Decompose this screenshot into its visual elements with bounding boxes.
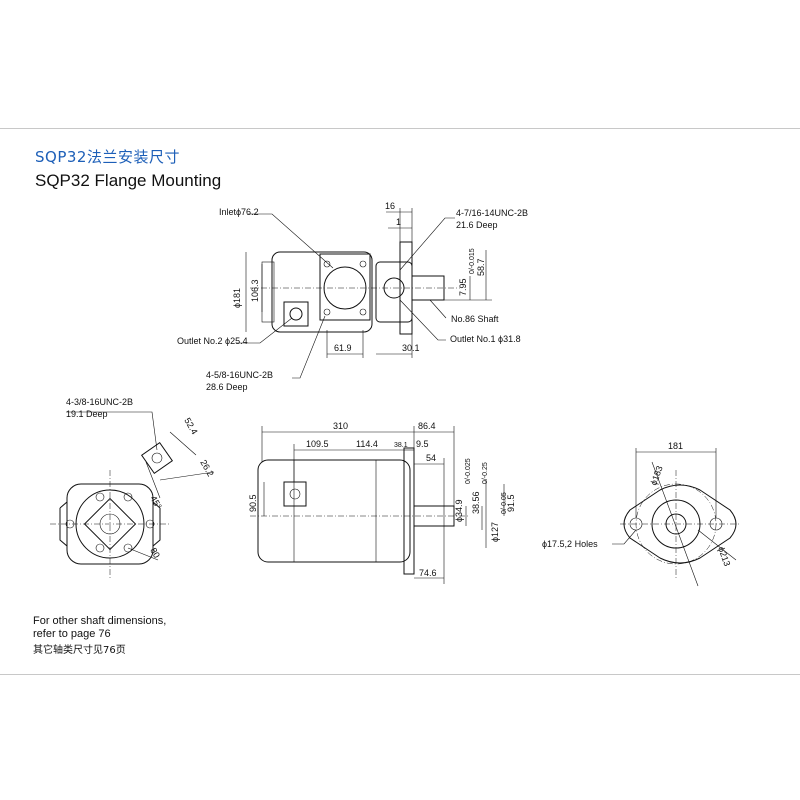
left-bolt-1 <box>95 492 105 502</box>
dim-38-1: 38.1 <box>394 442 408 449</box>
left-end-view <box>50 411 215 578</box>
inlet-flange <box>319 253 371 321</box>
side-body-outline <box>257 459 411 563</box>
left-bolt-2 <box>95 543 105 553</box>
dim-phi127: ϕ127 <box>490 522 500 542</box>
dim-phi127-tol: 0/-0.05 <box>501 492 508 514</box>
inlet-bolt-hole-1 <box>323 260 331 268</box>
holes-leader <box>612 529 637 545</box>
left-port-hole <box>151 452 163 464</box>
inlet-leader <box>248 213 334 269</box>
inlet-label: Inletϕ76.2 <box>219 207 259 217</box>
drawing-sheet <box>0 128 800 675</box>
outlet2-port <box>289 307 303 321</box>
dim-109-5: 109.5 <box>306 439 329 449</box>
top-body-outline <box>271 251 373 333</box>
thread-left-depth: 19.1 Deep <box>66 409 108 419</box>
dim-38-56-tol: 0/-0.25 <box>482 462 489 484</box>
thread-shaft-depth: 21.6 Deep <box>456 220 498 230</box>
dim-106-3: 106.3 <box>250 279 260 302</box>
top-view <box>236 208 492 379</box>
shaft-label: No.86 Shaft <box>451 314 499 324</box>
dim-45-deg: 45° <box>148 494 164 511</box>
dim-114-4: 114.4 <box>356 439 378 449</box>
dim-80: 80 <box>148 546 162 560</box>
top-mount-flange <box>375 261 413 323</box>
side-port-hole <box>289 488 301 500</box>
dim-16: 16 <box>385 201 395 211</box>
outlet1-leader <box>399 299 446 341</box>
shaft-leader <box>429 299 447 319</box>
note-line-2: refer to page 76 <box>33 628 111 640</box>
holes-label: ϕ17.5,2 Holes <box>542 539 598 549</box>
dim-phi183: ϕ183 <box>648 464 664 486</box>
dim-91-5: 91.5 <box>506 494 516 512</box>
dim-86-4: 86.4 <box>418 421 436 431</box>
flange-view <box>612 448 740 587</box>
dim-74-6: 74.6 <box>419 568 437 578</box>
dim-54: 54 <box>426 453 436 463</box>
thread-bottom-depth: 28.6 Deep <box>206 382 248 392</box>
inlet-bolt-hole-4 <box>359 308 367 316</box>
thread-bottom-leader <box>292 315 326 379</box>
dim-7-95-tol: 0/-0.015 <box>469 248 476 274</box>
inlet-bolt-hole-2 <box>359 260 367 268</box>
left-square-pad <box>83 497 137 551</box>
dim-310: 310 <box>333 421 348 431</box>
dim-phi34-9: ϕ34.9 <box>454 499 464 522</box>
dim-181-right: 181 <box>668 441 683 451</box>
thread-bottom-label: 4-5/8-16UNC-2B <box>206 370 273 380</box>
dim-1: 1 <box>396 217 401 227</box>
side-port-flange <box>283 481 307 507</box>
outlet1-label: Outlet No.1 ϕ31.8 <box>450 334 521 344</box>
dim-90-5: 90.5 <box>248 494 258 512</box>
dim-30-1: 30.1 <box>402 343 420 353</box>
left-ear-left <box>59 500 68 548</box>
outlet2-flange <box>283 301 309 327</box>
thread-shaft-leader <box>399 217 455 271</box>
dim-26-2: 26.2 <box>198 458 215 478</box>
dim-9-5: 9.5 <box>416 439 429 449</box>
dim-38-56: 38.56 <box>471 491 481 514</box>
dim-52-4: 52.4 <box>182 416 199 436</box>
left-bolt-3 <box>123 492 133 502</box>
dim-phi181-left: ϕ181 <box>232 288 242 308</box>
side-mount-plate <box>403 447 415 575</box>
dim-phi34-9-tol: 0/-0.025 <box>465 458 472 484</box>
dim-7-95: 7.95 <box>458 278 468 296</box>
left-ear-right <box>152 500 161 548</box>
outlet2-label: Outlet No.2 ϕ25.4 <box>177 336 248 346</box>
dim-61-9: 61.9 <box>334 343 352 353</box>
inlet-bolt-hole-3 <box>323 308 331 316</box>
title-chinese: SQP32法兰安装尺寸 <box>35 148 180 166</box>
thread-left-leader <box>66 411 158 451</box>
outlet2-leader <box>236 317 293 344</box>
note-line-1: For other shaft dimensions, <box>33 615 167 627</box>
side-view <box>250 426 505 584</box>
left-bolt-4 <box>123 543 133 553</box>
dim-58-7: 58.7 <box>476 258 486 276</box>
thread-shaft-label: 4-7/16-14UNC-2B <box>456 208 528 218</box>
thread-left-label: 4-3/8-16UNC-2B <box>66 397 133 407</box>
dim-phi213: ϕ213 <box>716 545 732 567</box>
title-english: SQP32 Flange Mounting <box>35 171 222 190</box>
note-line-3: 其它轴类尺寸见76页 <box>33 645 126 656</box>
left-port-pad <box>140 441 174 475</box>
